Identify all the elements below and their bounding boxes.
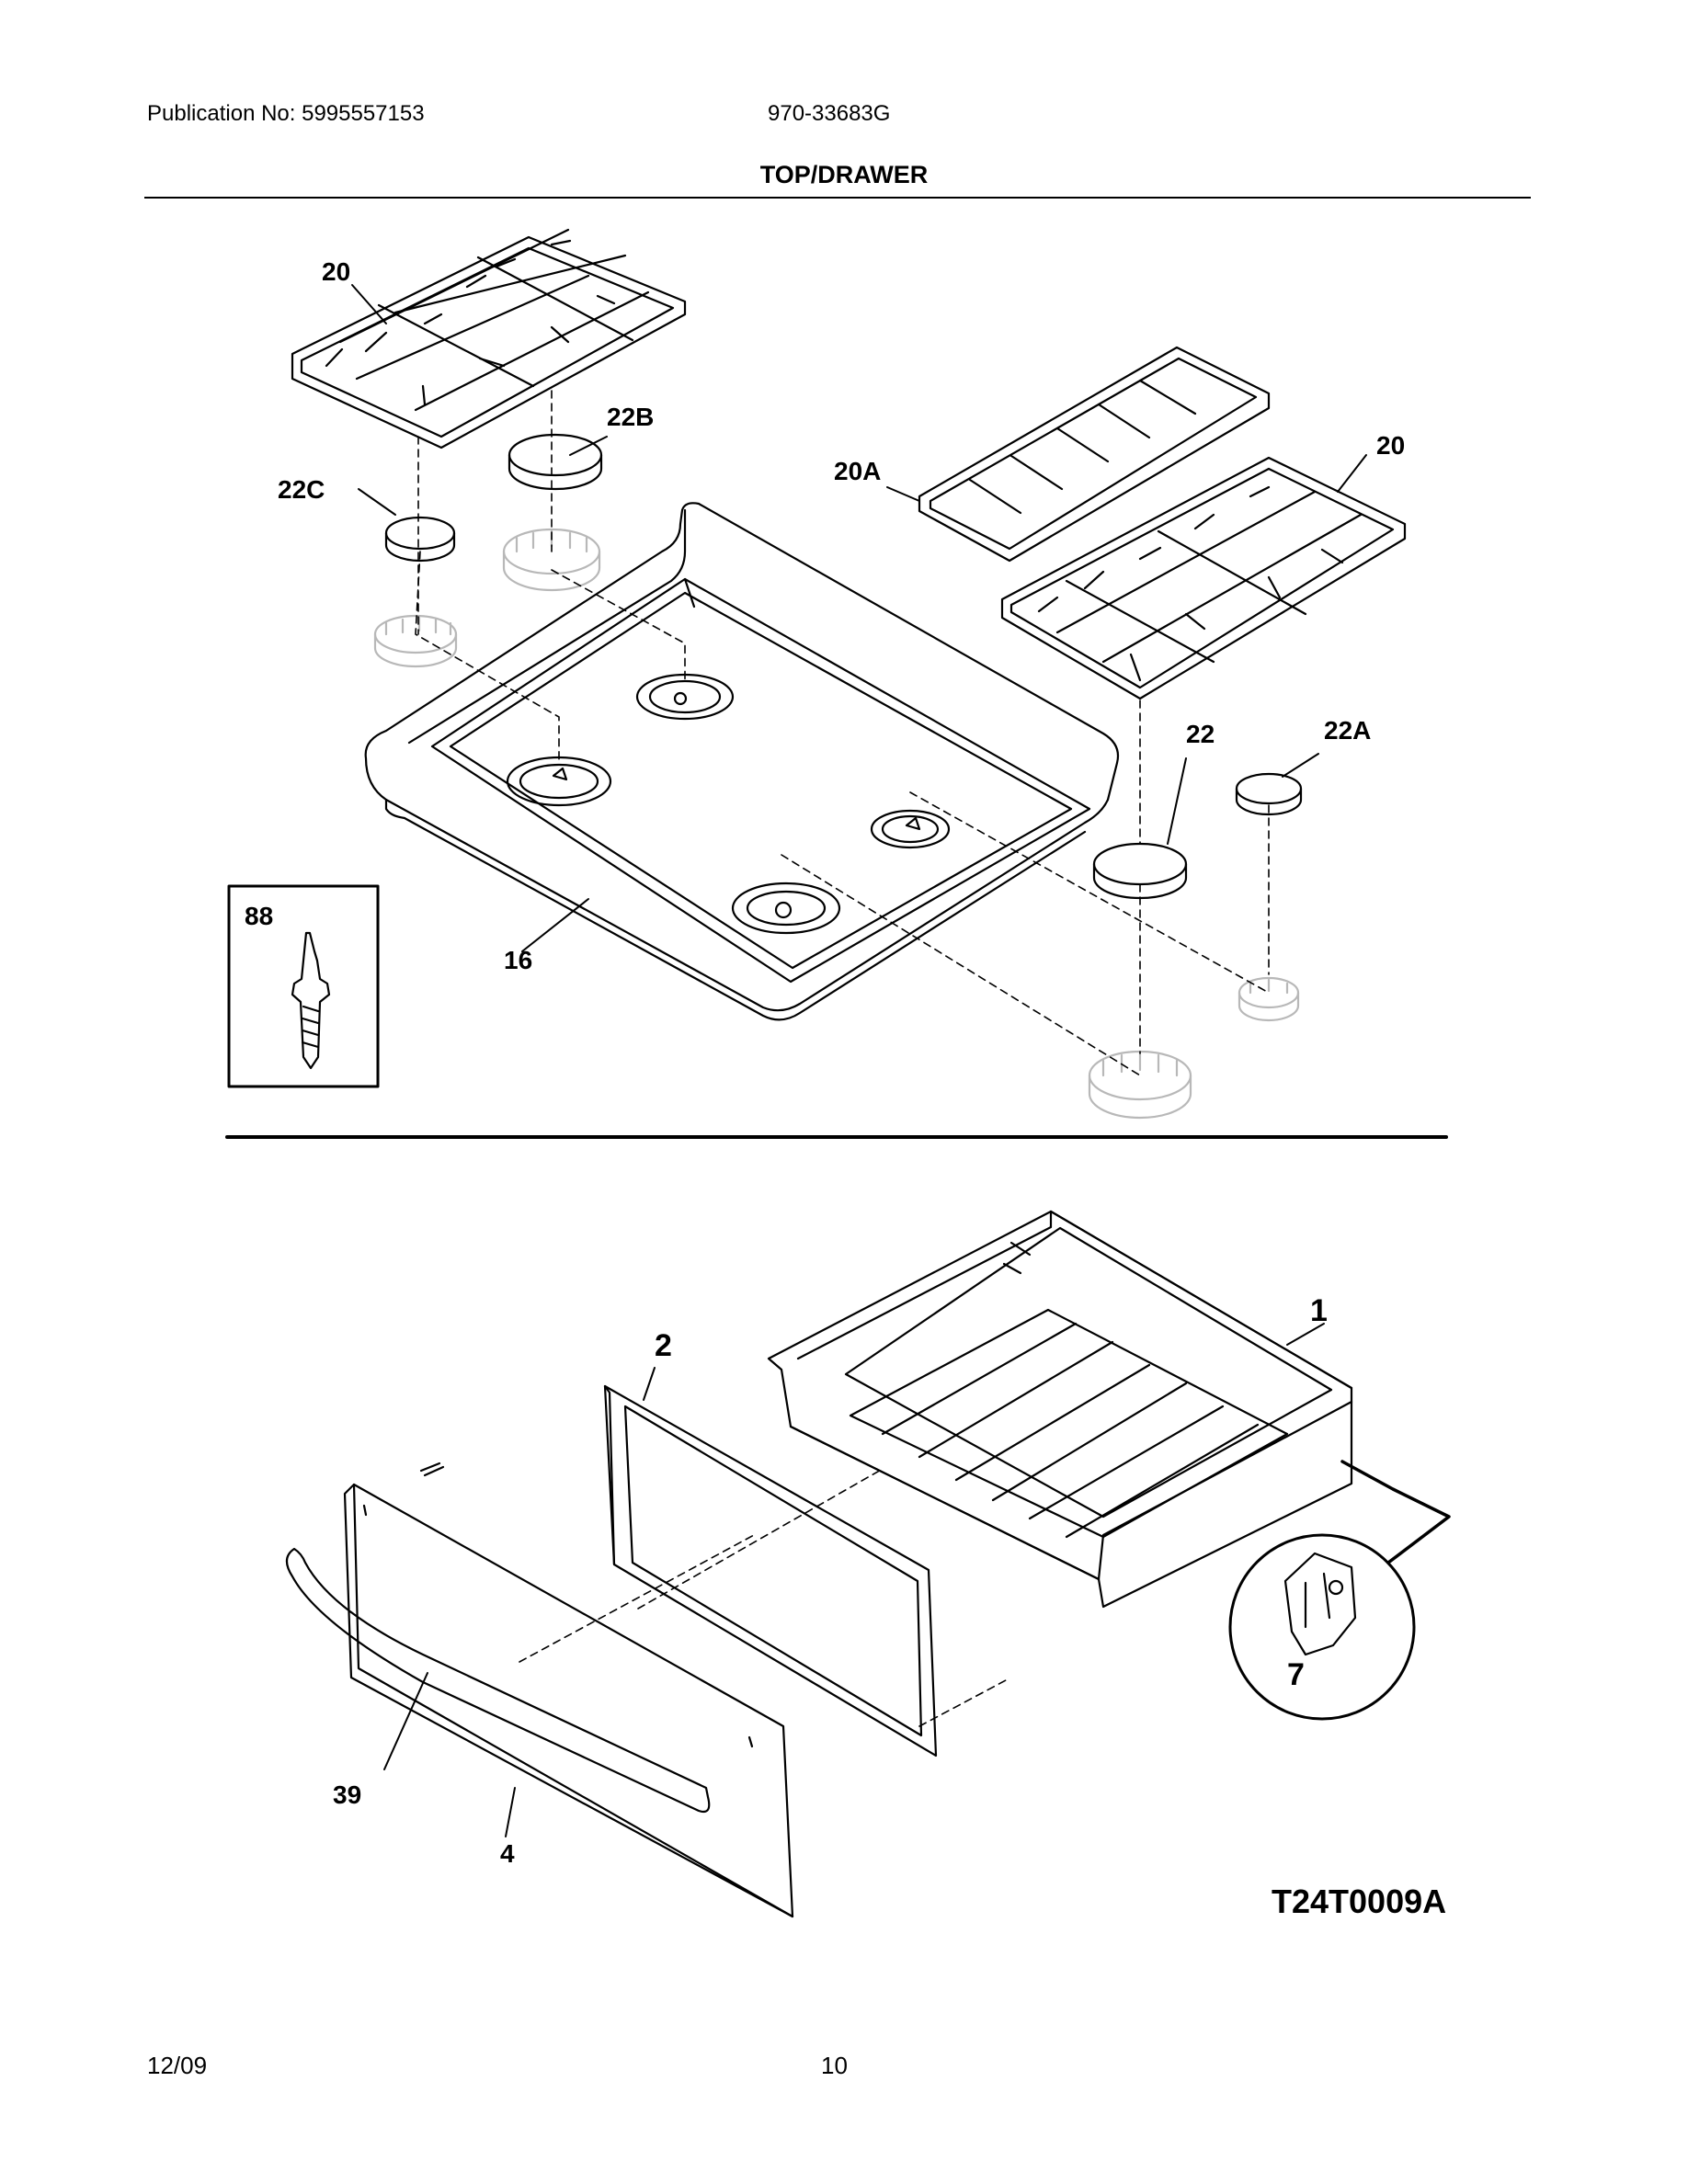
clip-detail	[1228, 1533, 1416, 1721]
callout-20-left: 20	[322, 257, 350, 286]
drawer-handle	[285, 1547, 711, 1814]
burner-cap-22c	[384, 516, 456, 563]
cooktop	[364, 502, 1120, 1021]
callout-1: 1	[1310, 1293, 1328, 1328]
callout-22: 22	[1186, 720, 1215, 748]
title-rule	[144, 197, 1531, 199]
clip-leader	[1340, 1460, 1451, 1564]
footer-date: 12/09	[147, 2052, 208, 2079]
callout-88: 88	[245, 902, 273, 930]
callout-22a: 22A	[1324, 716, 1371, 745]
assembly-lines-bottom	[519, 1468, 1007, 1727]
burner-base-right-front	[1088, 1050, 1192, 1120]
screw-box	[227, 884, 380, 1088]
callout-4: 4	[500, 1839, 515, 1868]
drawer-liner	[603, 1384, 938, 1757]
burner-base-left-rear	[502, 528, 601, 592]
burner-base-right-rear	[1237, 976, 1300, 1022]
callout-16: 16	[504, 946, 532, 974]
drawer-screw	[419, 1462, 445, 1477]
burner-base-left-front	[373, 614, 458, 668]
publication-number: Publication No: 5995557153	[147, 101, 425, 126]
callout-22b: 22B	[607, 403, 654, 431]
callout-2: 2	[655, 1328, 672, 1363]
drawer-body	[767, 1210, 1353, 1609]
burner-cap-22b	[508, 433, 603, 491]
center-grate	[918, 346, 1271, 563]
leader-lines	[351, 284, 1367, 1837]
burner-cap-22a	[1235, 772, 1303, 816]
drawer-front	[343, 1483, 794, 1918]
burner-bases	[373, 528, 1300, 1120]
diagram-code: T24T0009A	[1272, 1883, 1446, 1920]
page-number: 10	[821, 2052, 848, 2079]
assembly-lines-top	[415, 390, 1270, 1076]
callout-22c: 22C	[278, 475, 325, 504]
callout-39: 39	[333, 1780, 361, 1809]
model-number: 970-33683G	[768, 101, 891, 126]
left-grate	[291, 228, 687, 449]
callout-20a: 20A	[834, 457, 881, 485]
callout-7: 7	[1287, 1657, 1305, 1692]
callout-20-right: 20	[1376, 431, 1405, 460]
right-grate	[1000, 456, 1407, 700]
section-title: TOP/DRAWER	[759, 161, 929, 188]
